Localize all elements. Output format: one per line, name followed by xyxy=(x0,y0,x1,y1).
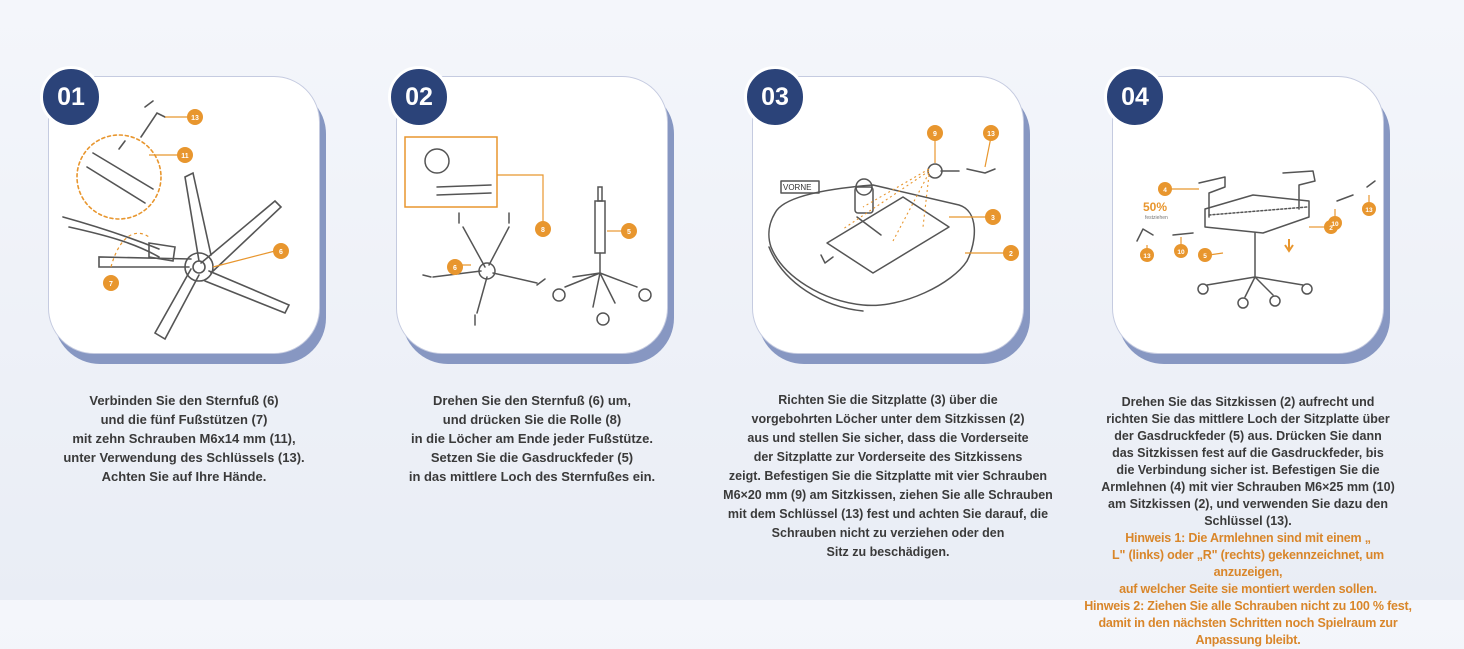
description-line: Richten Sie die Sitzplatte (3) über die xyxy=(778,393,998,407)
callout-label: 13 xyxy=(191,115,199,122)
callout-label: 6 xyxy=(453,265,457,272)
description-line: mit zehn Schrauben M6x14 mm (11), xyxy=(72,431,296,446)
front-label: VORNE xyxy=(783,183,811,192)
callout-label: 7 xyxy=(109,281,113,288)
step-3-description: Richten Sie die Sitzplatte (3) über die … xyxy=(718,391,1058,562)
star-base-assembly-illustration: 13 11 6 7 xyxy=(62,100,291,341)
callout-label: 5 xyxy=(627,229,631,236)
description-line: zeigt. Befestigen Sie die Sitzplatte mit… xyxy=(728,469,1048,483)
step-2-description: Drehen Sie den Sternfuß (6) um, und drüc… xyxy=(362,391,702,486)
callout-label: 6 xyxy=(279,249,283,256)
step-3-illustration: 9 13 3 2 VORNE xyxy=(752,76,1024,354)
description-line: die Verbindung sicher ist. Befestigen Si… xyxy=(1116,463,1380,477)
hint-line: L" (links) oder „R" (rechts) gekennzeich… xyxy=(1112,548,1384,579)
description-line: Setzen Sie die Gasdruckfeder (5) xyxy=(430,450,634,465)
step-number-badge: 04 xyxy=(1104,66,1166,128)
caster-and-gas-lift-illustration: 8 6 5 xyxy=(404,136,652,326)
step-4: 4 2 10 13 10 13 5 50% festziehen 04 Dreh… xyxy=(1084,0,1412,647)
step-number-badge: 03 xyxy=(744,66,806,128)
hint-line: Hinweis 2: Ziehen Sie alle Schrauben nic… xyxy=(1084,599,1412,613)
description-line: Drehen Sie den Sternfuß (6) um, xyxy=(433,393,631,408)
step-2-illustration: 8 6 5 xyxy=(396,76,668,354)
step-2: 8 6 5 02 Drehen Sie den Sternfuß (6) um,… xyxy=(388,0,692,600)
callout-label: 2 xyxy=(1329,225,1333,232)
step-4-description: Drehen Sie das Sitzkissen (2) aufrecht u… xyxy=(1078,394,1418,649)
callout-label: 8 xyxy=(541,227,545,234)
hint-line: damit in den nächsten Schritten noch Spi… xyxy=(1098,616,1398,647)
callout-label: 10 xyxy=(1331,221,1339,228)
description-line: und drücken Sie die Rolle (8) xyxy=(442,412,622,427)
callout-label: 13 xyxy=(1143,253,1151,260)
step-1-description: Verbinden Sie den Sternfuß (6) und die f… xyxy=(14,391,354,486)
description-line: Achten Sie auf Ihre Hände. xyxy=(101,469,267,484)
step-1-illustration: 13 11 6 7 xyxy=(48,76,320,354)
description-line: Sitz zu beschädigen. xyxy=(826,545,950,559)
description-line: in die Löcher am Ende jeder Fußstütze. xyxy=(411,431,653,446)
step-number-badge: 02 xyxy=(388,66,450,128)
callout-label: 10 xyxy=(1177,249,1185,256)
hint-line: Hinweis 1: Die Armlehnen sind mit einem … xyxy=(1125,531,1371,545)
description-line: in das mittlere Loch des Sternfußes ein. xyxy=(408,469,656,484)
step-number-badge: 01 xyxy=(40,66,102,128)
description-line: Schrauben nicht zu verziehen oder den xyxy=(771,526,1005,540)
description-line: am Sitzkissen (2), und verwenden Sie daz… xyxy=(1108,497,1388,528)
step-3: 9 13 3 2 VORNE 03 Richten Sie die Sitzpl… xyxy=(723,0,1053,600)
description-line: das Sitzkissen fest auf die Gasdruckfede… xyxy=(1112,446,1384,460)
description-line: Armlehnen (4) mit vier Schrauben M6×25 m… xyxy=(1101,480,1395,494)
callout-label: 2 xyxy=(1009,251,1013,258)
step-4-illustration: 4 2 10 13 10 13 5 50% festziehen xyxy=(1112,76,1384,354)
description-line: unter Verwendung des Schlüssels (13). xyxy=(63,450,305,465)
description-line: der Sitzplatte zur Vorderseite des Sitzk… xyxy=(753,450,1023,464)
description-line: Drehen Sie das Sitzkissen (2) aufrecht u… xyxy=(1121,395,1375,409)
description-line: und die fünf Fußstützen (7) xyxy=(100,412,268,427)
hint-line: auf welcher Seite sie montiert werden so… xyxy=(1119,582,1377,596)
step-1: 13 11 6 7 01 Verbinden Sie den Sternfuß … xyxy=(40,0,344,600)
description-line: M6×20 mm (9) am Sitzkissen, ziehen Sie a… xyxy=(723,488,1053,502)
callout-label: 9 xyxy=(933,131,937,138)
armrest-assembly-illustration: 4 2 10 13 10 13 5 50% festziehen xyxy=(1136,170,1376,309)
tighten-caption: festziehen xyxy=(1145,215,1168,221)
callout-label: 13 xyxy=(1365,207,1373,214)
description-line: vorgebohrten Löcher unter dem Sitzkissen… xyxy=(751,412,1025,426)
seat-plate-illustration: 9 13 3 2 VORNE xyxy=(768,125,1019,312)
description-line: richten Sie das mittlere Loch der Sitzpl… xyxy=(1106,412,1390,426)
callout-label: 13 xyxy=(987,131,995,138)
callout-label: 4 xyxy=(1163,187,1167,194)
description-line: mit dem Schlüssel (13) fest und achten S… xyxy=(727,507,1049,521)
callout-label: 3 xyxy=(991,215,995,222)
description-line: aus und stellen Sie sicher, dass die Vor… xyxy=(747,431,1029,445)
tighten-percent: 50% xyxy=(1143,200,1167,214)
description-line: Verbinden Sie den Sternfuß (6) xyxy=(89,393,279,408)
callout-label: 5 xyxy=(1203,253,1207,260)
callout-label: 11 xyxy=(181,153,189,160)
description-line: der Gasdruckfeder (5) aus. Drücken Sie d… xyxy=(1114,429,1382,443)
